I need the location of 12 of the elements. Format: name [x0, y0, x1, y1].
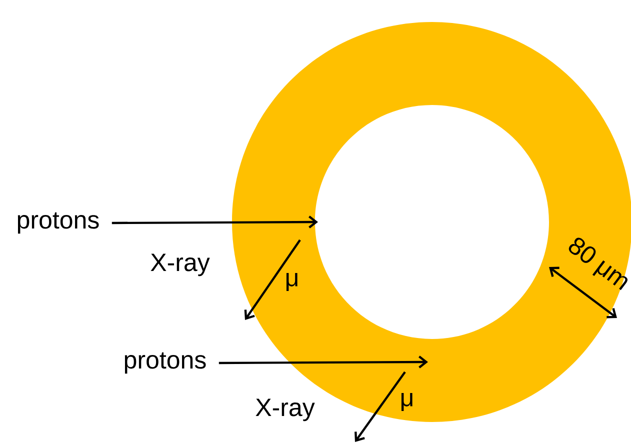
greek-letter-label: μ	[286, 272, 298, 291]
dimension-label: 80 μm	[568, 238, 628, 290]
arrow	[112, 216, 318, 228]
arrow	[244, 239, 301, 320]
greek-letter-label: μ	[401, 392, 412, 411]
text-label: protons	[18, 212, 99, 234]
edge-label: X-ray	[150, 254, 210, 276]
arrow	[218, 356, 428, 368]
arrow	[354, 371, 406, 442]
edge-label: X-ray	[256, 398, 315, 422]
ring-drawing	[232, 22, 631, 422]
text-label: protons	[124, 352, 206, 374]
